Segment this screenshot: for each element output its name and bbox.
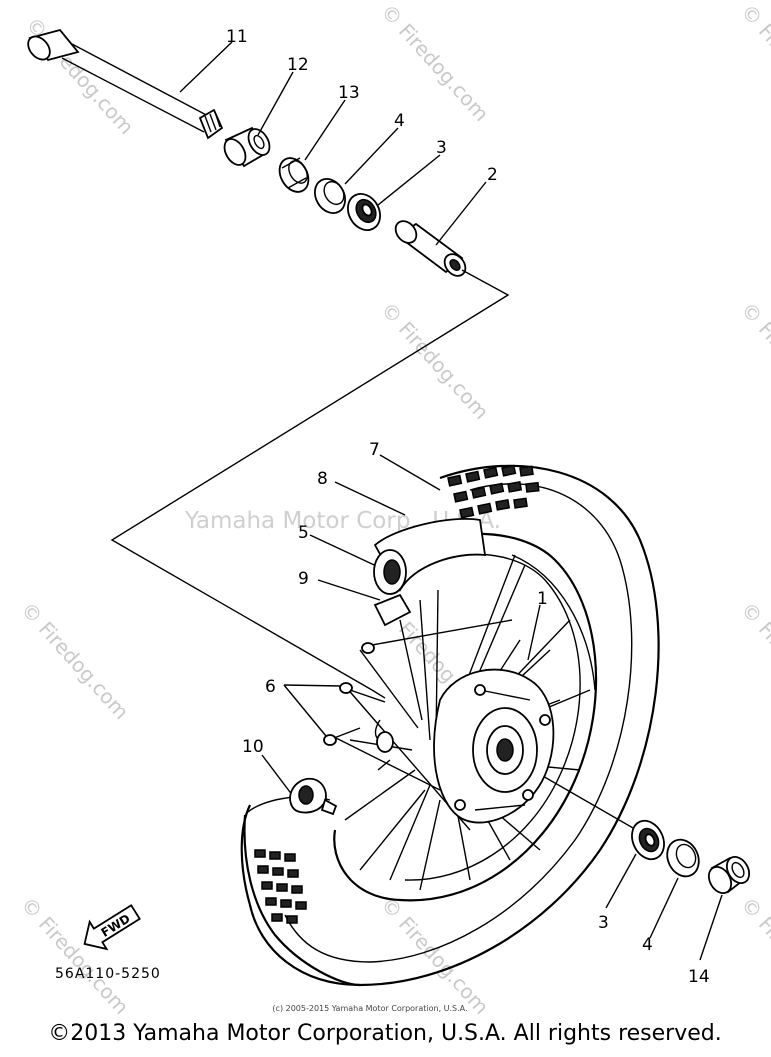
part-code: 56A110-5250 <box>55 966 161 982</box>
watermark-top-mid: © Firedog.com <box>376 0 493 126</box>
spacer-part <box>394 220 467 277</box>
callout-14: 14 <box>688 967 710 987</box>
hub-part <box>374 668 555 824</box>
leader-lines <box>110 41 723 961</box>
callout-1: 1 <box>537 589 548 609</box>
watermark-top-left: © Firedog.com <box>21 12 138 139</box>
wheel-assembly <box>240 464 660 987</box>
tread-top <box>447 464 540 519</box>
callout-2: 2 <box>487 165 498 185</box>
forward-arrow: FWD <box>83 904 141 951</box>
valve-part <box>289 777 338 816</box>
copyright-line: ©2013 Yamaha Motor Corporation, U.S.A. A… <box>48 1021 721 1046</box>
watermark-top-right: © Firedog.com <box>736 0 771 126</box>
callout-6: 6 <box>265 677 276 697</box>
callout-7: 7 <box>369 440 380 460</box>
collar-part <box>223 126 271 168</box>
rim-band-part <box>373 518 487 595</box>
watermark-mid-mid: © Firedog.com <box>376 297 493 424</box>
callout-4-top: 4 <box>394 111 405 131</box>
axle-part <box>27 28 224 140</box>
tire <box>240 464 660 987</box>
bolts-part <box>323 642 386 746</box>
watermark-low-left: © Firedog.com <box>16 597 133 724</box>
rim <box>333 532 598 902</box>
bearing-bottom-part <box>631 819 665 861</box>
callout-8: 8 <box>317 469 328 489</box>
axle-assembly <box>27 28 467 277</box>
callout-10: 10 <box>242 737 264 757</box>
callout-9: 9 <box>298 569 309 589</box>
watermark-mid-right: © Firedog.com <box>736 297 771 424</box>
rim-lock-part <box>373 593 412 627</box>
small-copyright: (c) 2005-2015 Yamaha Motor Corporation, … <box>272 1004 467 1013</box>
callout-3-bottom: 3 <box>598 913 609 933</box>
callout-12: 12 <box>287 55 309 75</box>
callout-3-top: 3 <box>436 138 447 158</box>
callout-11: 11 <box>226 27 248 47</box>
bearing-top-part <box>314 178 346 214</box>
watermark-low-right: © Firedog.com <box>736 597 771 724</box>
tread-bottom <box>254 849 307 924</box>
bearing-outer-bottom-part <box>666 838 700 878</box>
oil-seal-part <box>278 157 310 193</box>
watermark-bottom-left: © Firedog.com <box>16 892 133 1019</box>
bearing-inner-top-part <box>347 193 381 231</box>
callouts: 11 12 13 4 3 2 7 8 5 9 1 6 10 3 4 14 <box>226 27 710 987</box>
callout-4-bottom: 4 <box>642 935 653 955</box>
callout-5: 5 <box>298 523 309 543</box>
watermark-bottom-right: © Firedog.com <box>736 892 771 1019</box>
collar-bottom-part <box>707 855 751 895</box>
callout-13: 13 <box>338 83 360 103</box>
lower-bearings <box>631 819 751 895</box>
